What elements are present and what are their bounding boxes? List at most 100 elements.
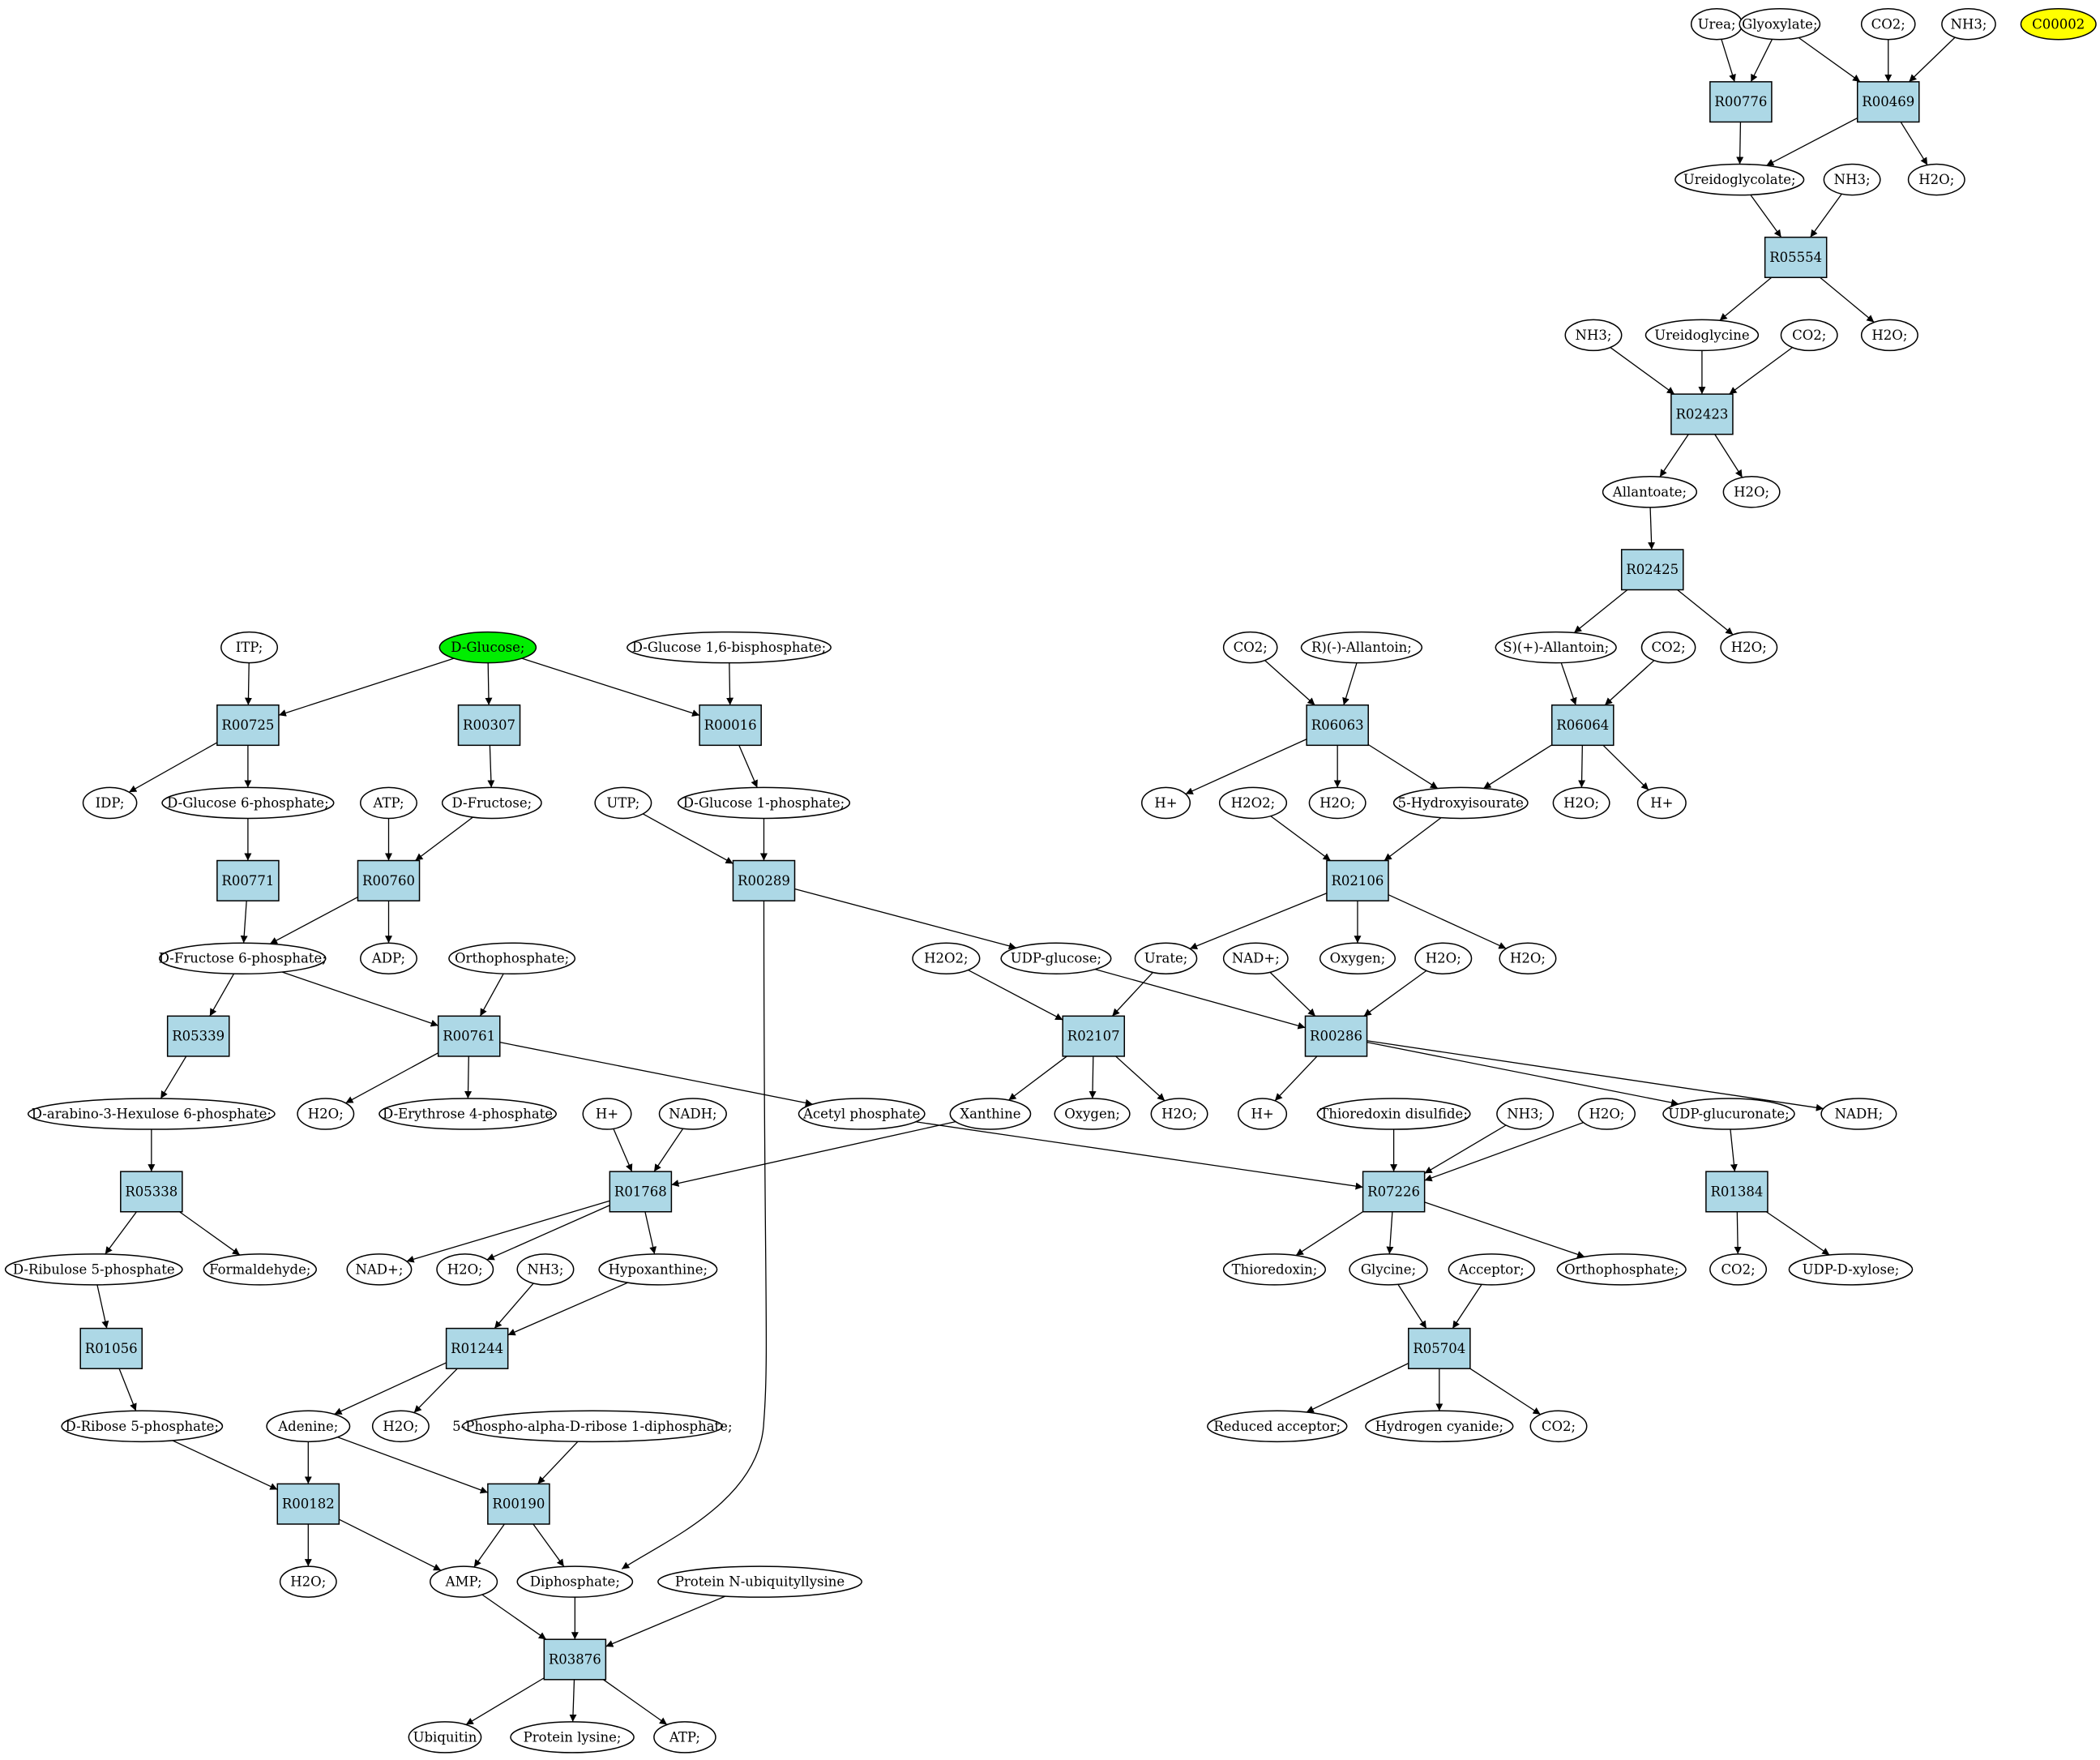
reaction-node[interactable]: R05338: [120, 1171, 183, 1213]
compound-node[interactable]: Thioredoxin disulfide;: [1316, 1098, 1471, 1130]
compound-node[interactable]: C00002: [2020, 7, 2097, 41]
compound-node[interactable]: D-Glucose 6-phosphate;: [161, 786, 335, 820]
compound-node[interactable]: CO2;: [1860, 7, 1916, 41]
reaction-node[interactable]: R05554: [1764, 236, 1828, 279]
compound-node[interactable]: H2O;: [297, 1098, 355, 1130]
compound-node[interactable]: Oxygen;: [1054, 1098, 1131, 1130]
compound-node[interactable]: ITP;: [220, 631, 279, 664]
compound-node[interactable]: NADH;: [1820, 1098, 1897, 1130]
compound-node[interactable]: ATP;: [653, 1721, 716, 1754]
compound-node[interactable]: Hypoxanthine;: [598, 1253, 718, 1286]
compound-node[interactable]: Protein N-ubiquityllysine: [657, 1565, 862, 1598]
compound-node[interactable]: H+: [1141, 786, 1191, 820]
compound-node[interactable]: 5-Hydroxyisourate: [1392, 786, 1529, 820]
compound-node[interactable]: Urea;: [1690, 7, 1743, 41]
compound-node[interactable]: H+: [1636, 786, 1687, 820]
reaction-node[interactable]: R02107: [1062, 1015, 1126, 1057]
reaction-node[interactable]: R00760: [357, 859, 421, 901]
compound-node[interactable]: Adenine;: [266, 1410, 351, 1443]
reaction-node[interactable]: R06064: [1550, 704, 1615, 747]
reaction-node[interactable]: R05339: [166, 1015, 230, 1057]
compound-node[interactable]: 5-Phospho-alpha-D-ribose 1-diphosphate;: [452, 1410, 733, 1443]
reaction-node[interactable]: R00725: [216, 704, 280, 747]
compound-node[interactable]: UDP-glucuronate;: [1662, 1098, 1795, 1130]
reaction-node[interactable]: R02423: [1670, 393, 1734, 435]
reaction-node[interactable]: R00289: [732, 859, 796, 901]
compound-node[interactable]: Protein lysine;: [510, 1721, 635, 1754]
compound-node[interactable]: IDP;: [82, 786, 138, 820]
compound-node[interactable]: Acceptor;: [1448, 1253, 1535, 1286]
compound-node[interactable]: NH3;: [1496, 1098, 1555, 1130]
reaction-node[interactable]: R07226: [1362, 1171, 1426, 1213]
reaction-node[interactable]: R06063: [1306, 704, 1369, 747]
reaction-node[interactable]: R01768: [609, 1171, 673, 1213]
reaction-node[interactable]: R02425: [1620, 549, 1684, 591]
compound-node[interactable]: Urate;: [1134, 942, 1198, 975]
compound-node[interactable]: H2O;: [1150, 1098, 1208, 1130]
compound-node[interactable]: D-Fructose 6-phosphate;: [159, 942, 327, 975]
reaction-node[interactable]: R00776: [1709, 81, 1773, 123]
compound-node[interactable]: D-Ribose 5-phosphate;: [61, 1410, 224, 1443]
compound-node[interactable]: CO2;: [1709, 1253, 1768, 1286]
reaction-node[interactable]: R00307: [457, 704, 521, 747]
reaction-node[interactable]: R00286: [1304, 1015, 1368, 1057]
compound-node[interactable]: D-Glucose;: [438, 631, 537, 664]
compound-node[interactable]: UDP-glucose;: [1000, 942, 1112, 975]
compound-node[interactable]: H2O;: [1720, 631, 1778, 664]
compound-node[interactable]: CO2;: [1640, 631, 1696, 664]
compound-node[interactable]: H2O;: [1308, 786, 1366, 820]
compound-node[interactable]: Ubiquitin: [408, 1721, 482, 1754]
compound-node[interactable]: H2O;: [1414, 942, 1473, 975]
compound-node[interactable]: D-Erythrose 4-phosphate: [379, 1098, 557, 1130]
reaction-node[interactable]: R00469: [1856, 81, 1920, 123]
compound-node[interactable]: H2O;: [1578, 1098, 1636, 1130]
reaction-node[interactable]: R00771: [216, 859, 280, 901]
compound-node[interactable]: H+: [582, 1098, 632, 1130]
compound-node[interactable]: H2O;: [436, 1253, 494, 1286]
compound-node[interactable]: CO2;: [1780, 319, 1838, 352]
compound-node[interactable]: Reduced acceptor;: [1207, 1410, 1348, 1443]
compound-node[interactable]: NH3;: [516, 1253, 575, 1286]
compound-node[interactable]: Oxygen;: [1319, 942, 1396, 975]
compound-node[interactable]: CO2;: [1222, 631, 1278, 664]
compound-node[interactable]: D-Glucose 1,6-bisphosphate;: [627, 631, 832, 664]
compound-node[interactable]: Diphosphate;: [516, 1565, 634, 1598]
reaction-node[interactable]: R01384: [1705, 1171, 1769, 1213]
compound-node[interactable]: NAD+;: [1222, 942, 1289, 975]
compound-node[interactable]: Glyoxylate;: [1739, 7, 1821, 41]
compound-node[interactable]: R)(-)-Allantoin;: [1300, 631, 1423, 664]
compound-node[interactable]: ATP;: [360, 786, 417, 820]
compound-node[interactable]: H2O;: [1860, 319, 1918, 352]
compound-node[interactable]: Orthophosphate;: [448, 942, 576, 975]
compound-node[interactable]: Ureidoglycolate;: [1674, 163, 1805, 196]
compound-node[interactable]: D-Fructose;: [441, 786, 542, 820]
compound-node[interactable]: Xanthine: [949, 1098, 1032, 1130]
compound-node[interactable]: H2O2;: [1218, 786, 1288, 820]
compound-node[interactable]: NH3;: [1823, 163, 1881, 196]
reaction-node[interactable]: R00761: [437, 1015, 501, 1057]
compound-node[interactable]: Glycine;: [1349, 1253, 1428, 1286]
compound-node[interactable]: H+: [1238, 1098, 1288, 1130]
compound-node[interactable]: H2O2;: [912, 942, 981, 975]
compound-node[interactable]: Formaldehyde;: [203, 1253, 317, 1286]
compound-node[interactable]: S)(+)-Allantoin;: [1495, 631, 1617, 664]
compound-node[interactable]: UDP-D-xylose;: [1788, 1253, 1914, 1286]
compound-node[interactable]: CO2;: [1529, 1410, 1588, 1443]
compound-node[interactable]: Allantoate;: [1602, 476, 1698, 508]
reaction-node[interactable]: R01056: [79, 1327, 143, 1369]
compound-node[interactable]: Ureidoglycine: [1645, 319, 1760, 352]
reaction-node[interactable]: R02106: [1326, 859, 1389, 901]
compound-node[interactable]: D-Glucose 1-phosphate;: [677, 786, 851, 820]
compound-node[interactable]: NAD+;: [346, 1253, 413, 1286]
compound-node[interactable]: D-Ribulose 5-phosphate: [4, 1253, 183, 1286]
compound-node[interactable]: ADP;: [360, 942, 417, 975]
compound-node[interactable]: Hydrogen cyanide;: [1365, 1410, 1514, 1443]
compound-node[interactable]: H2O;: [1552, 786, 1610, 820]
reaction-node[interactable]: R01244: [445, 1327, 509, 1369]
compound-node[interactable]: Thioredoxin;: [1222, 1253, 1327, 1286]
compound-node[interactable]: NH3;: [1564, 319, 1623, 352]
compound-node[interactable]: Orthophosphate;: [1556, 1253, 1687, 1286]
compound-node[interactable]: NADH;: [658, 1098, 727, 1130]
reaction-node[interactable]: R00190: [487, 1483, 550, 1525]
compound-node[interactable]: UTP;: [594, 786, 652, 820]
